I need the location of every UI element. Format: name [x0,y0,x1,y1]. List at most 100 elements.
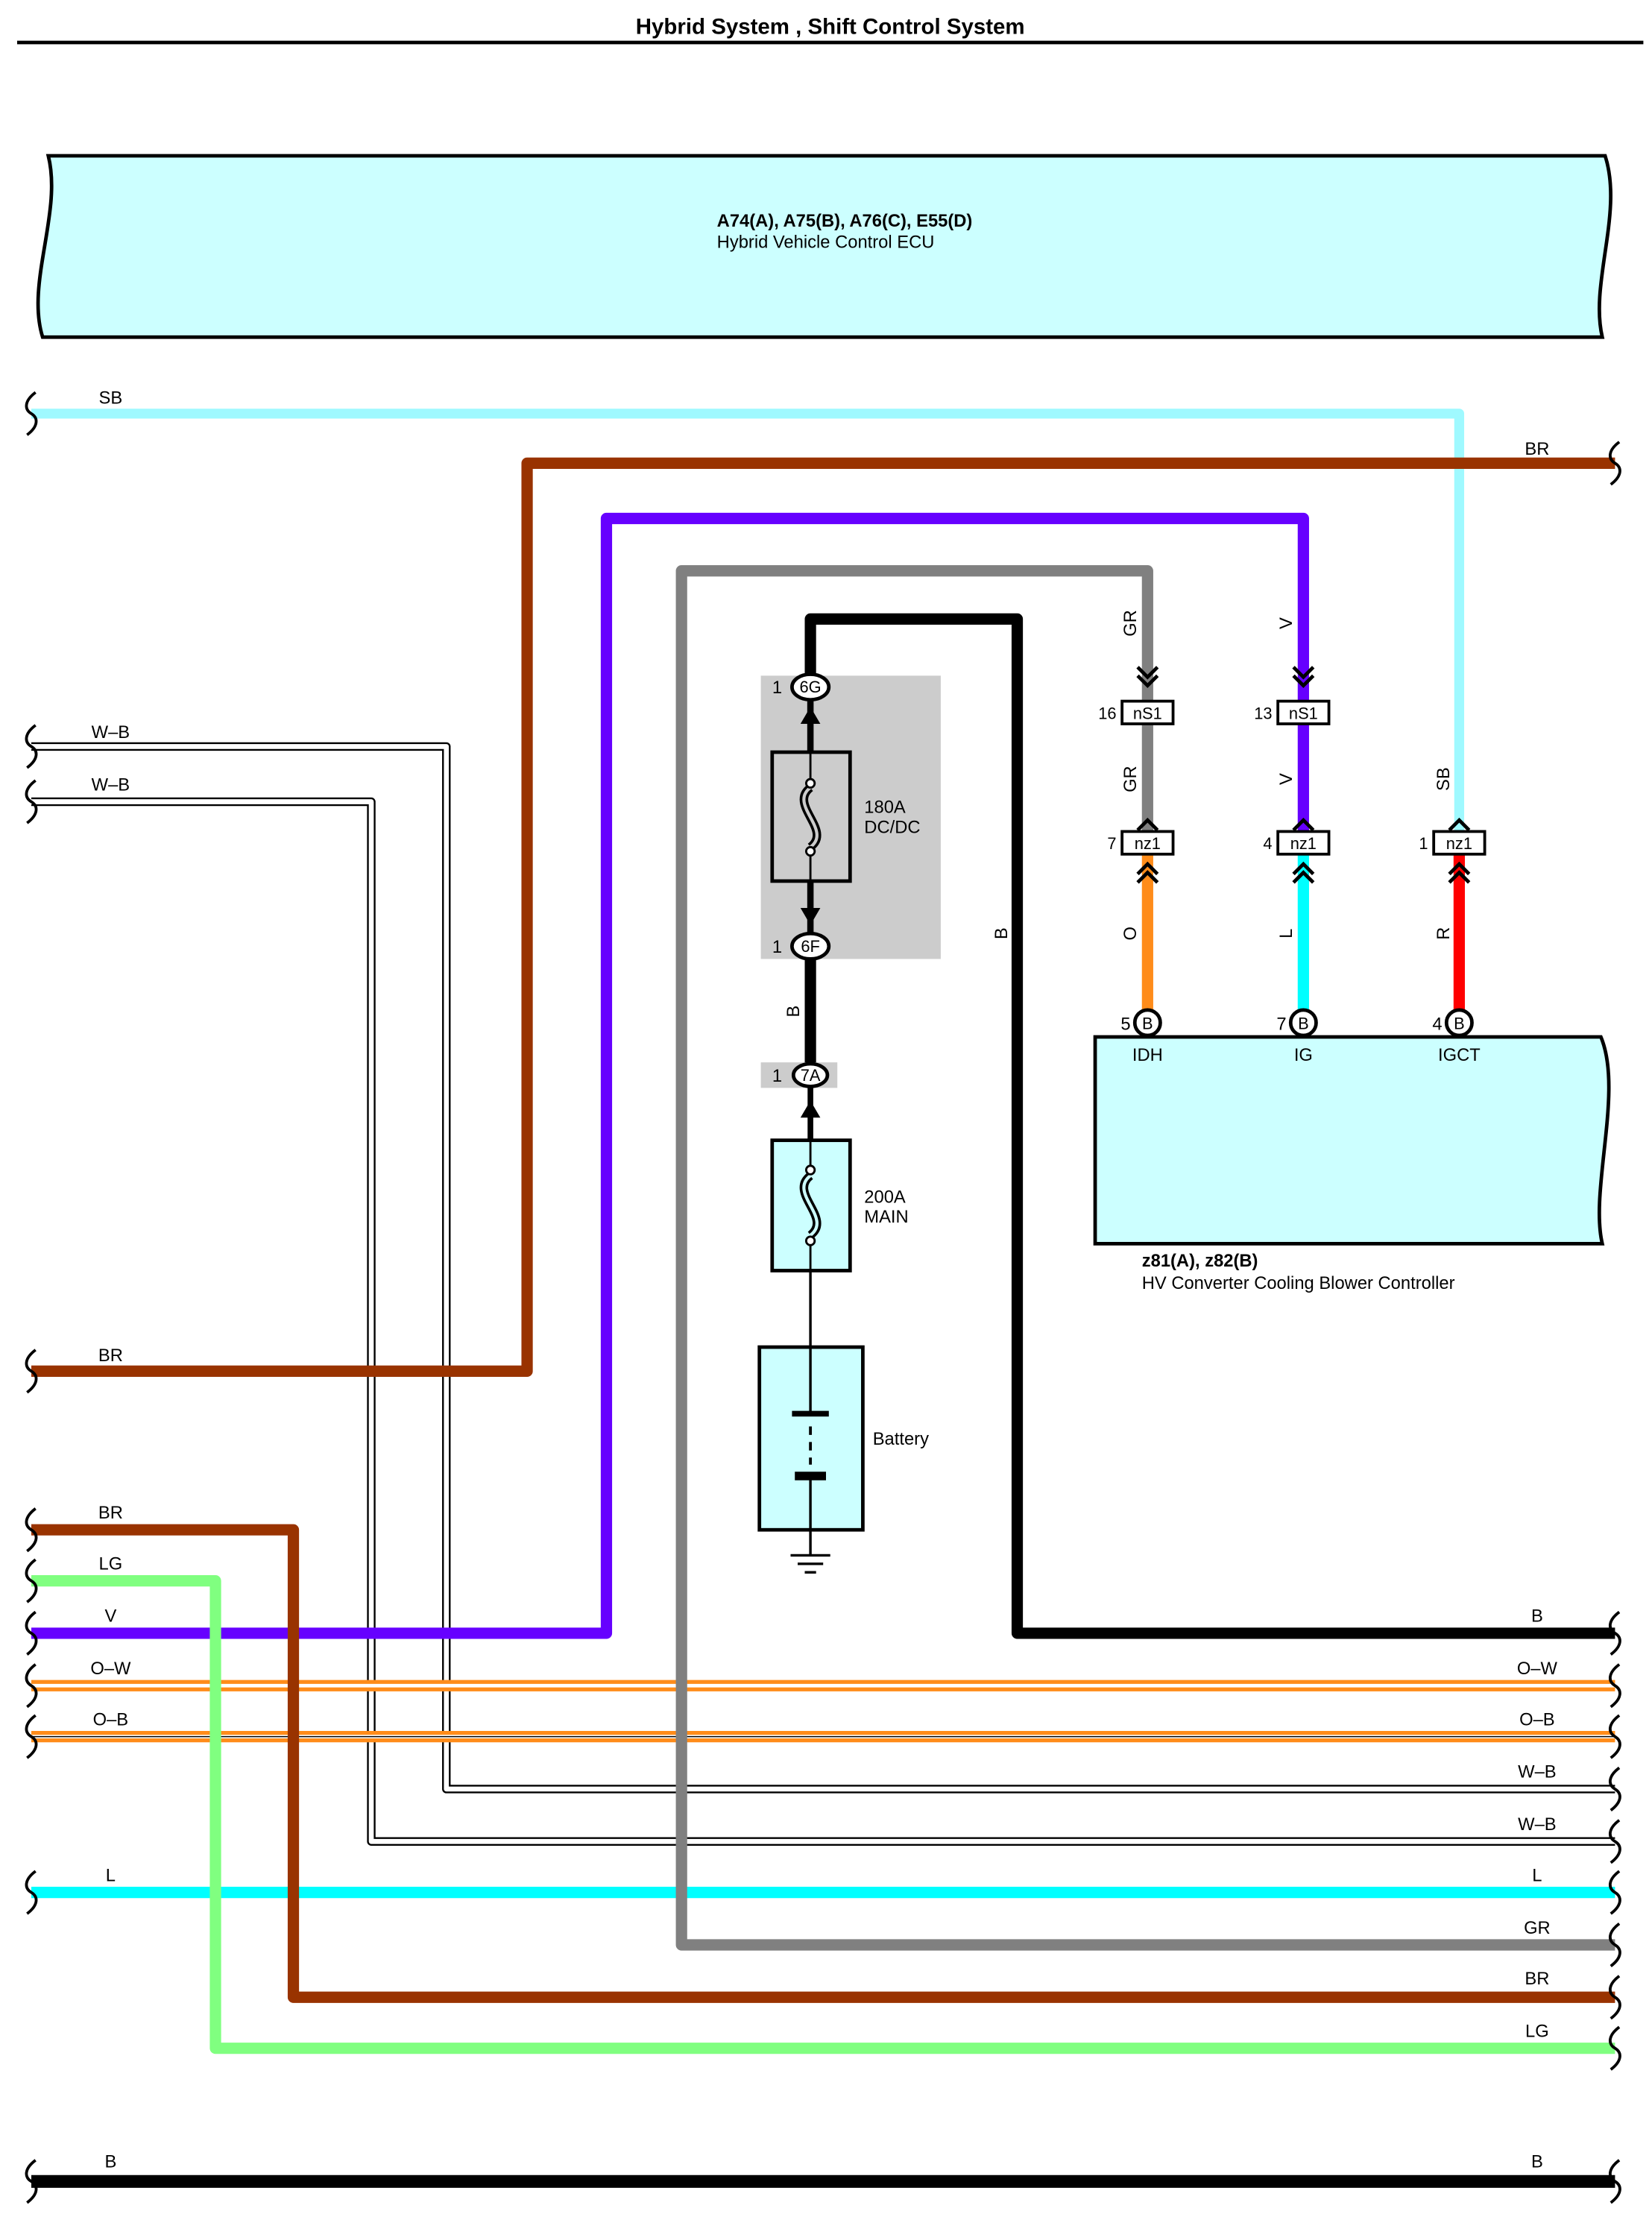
connector-nz1-pin-2: 4 [1263,834,1272,853]
controller-codes: z81(A), z82(B) [1142,1251,1258,1271]
wire-label-right-br-top: BR [1525,439,1549,459]
junction-6g-name: 6G [800,678,822,696]
page-title: Hybrid System , Shift Control System [636,15,1025,40]
wire-label-o: O [1120,927,1141,940]
terminal-circle-idh [1132,1008,1162,1038]
wire-label-right-lg: LG [1525,2021,1549,2041]
terminal-circle-ig [1288,1008,1318,1038]
chevron-up-icon [1448,870,1471,884]
terminal-pin-igct: 4 [1432,1014,1442,1034]
wire-label-left-ob: O–B [93,1709,129,1729]
wire-wb-1 [31,742,1615,1794]
wire-wb-2-core [31,799,1615,1844]
connector-ns1-pin-2: 13 [1254,704,1272,722]
fuse-terminal [804,1164,816,1176]
junction-6f-name: 6F [801,937,820,956]
wire-gr [675,565,1615,1951]
wire-label-l-vertical: L [1276,929,1296,939]
wire-sb [31,409,1465,832]
chevron-down-icon [1136,674,1159,689]
wire-label-gr-middle: GR [1120,766,1141,792]
wire-label-left-l: L [106,1865,116,1885]
fuse-icon-inner [802,786,819,848]
chevron-up-icon [1448,861,1471,876]
break-marks-left [25,391,38,2204]
wire-label-left-lg: LG [99,1554,123,1574]
battery: Battery [757,1345,929,1574]
connector-ns1-pin-1: 16 [1098,704,1116,722]
wire-wb-1-core [31,744,1615,1792]
fuse-terminal [804,1235,816,1246]
wire-label-v-upper: V [1276,617,1296,629]
wire-label-r: R [1434,927,1454,940]
wire-label-right-wb-1: W–B [1518,1762,1556,1782]
connector-nz1-name-1: nz1 [1135,834,1161,853]
terminal-connector-idh: B [1142,1014,1153,1032]
chevron-up-icon [1136,870,1159,884]
connector-nz1-name-2: nz1 [1290,834,1317,853]
connector-nz1-box-3 [1432,830,1487,856]
connector-nz1-pin-3: 1 [1419,834,1428,853]
wire-label-b-fuse-link: B [784,1006,804,1018]
fuse-terminal [804,778,816,789]
chevron-up-icon [1136,861,1159,876]
wire-b-main [804,613,1615,1639]
terminal-signal-ig: IG [1294,1045,1313,1065]
junction-6g-pin: 1 [772,678,782,698]
wire-label-left-sb: SB [99,388,123,409]
wire-label-left-br-top: BR [98,1346,123,1366]
wire-label-left-b: B [104,2151,116,2172]
junction-6g [790,672,831,702]
wire-label-b-vertical: B [991,927,1012,939]
controller-name: HV Converter Cooling Blower Controller [1142,1273,1455,1293]
junction-7a-block: 7A 1 [760,1062,838,1088]
wire-label-v-middle: V [1276,773,1296,785]
wire-label-right-gr: GR [1524,1918,1551,1938]
wire-label-left-v: V [104,1606,116,1627]
junction-7a-name: 7A [801,1066,821,1085]
terminal-signal-igct: IGCT [1438,1045,1481,1065]
junction-7a-pin: 1 [772,1066,782,1086]
wire-label-right-br-lower: BR [1525,1969,1549,1989]
connector-nz1: nz1 7 nz1 4 nz1 1 [1107,817,1487,884]
chevron-down-icon [1292,666,1315,680]
connector-ns1: nS1 16 nS1 13 [1098,666,1331,725]
wire-label-left-wb-1: W–B [92,722,130,742]
chevron-up-icon [1292,861,1315,876]
fuse-200a-rating: 200A [864,1187,906,1207]
wire-br-top [31,457,1615,1377]
wire-labels-left: SB W–B W–B BR BR LG V O–W O–B L B [90,388,131,2172]
wire-br-lower [31,1524,1615,2003]
wire-label-right-b-bottom: B [1531,2151,1543,2172]
chevron-up-icon [1292,817,1315,832]
junction-6f-pin: 1 [772,937,782,957]
wire-label-left-wb-2: W–B [92,775,130,795]
chevron-down-icon [1292,674,1315,689]
ecu-box [36,154,1612,339]
wire-label-sb-vertical: SB [1434,767,1454,791]
wire-label-right-l: L [1532,1865,1542,1885]
controller-box [1093,1035,1611,1246]
chevron-up-icon [1448,817,1471,832]
fuse-180a-name: DC/DC [864,817,920,837]
terminal-connector-igct: B [1454,1014,1465,1032]
chevron-down-icon [1136,666,1159,680]
wire-lg [31,1575,1615,2054]
connector-nz1-pin-1: 7 [1107,834,1116,853]
connector-ns1-box-1 [1120,699,1175,725]
terminal-pin-ig: 7 [1276,1014,1286,1034]
wire-label-left-ow: O–W [90,1659,131,1679]
connector-nz1-name-3: nz1 [1446,834,1472,853]
ecu-codes: A74(A), A75(B), A76(C), E55(D) [717,211,973,231]
wire-label-left-br-lower: BR [98,1503,123,1523]
chevron-up-icon [1136,817,1159,832]
ecu-name: Hybrid Vehicle Control ECU [717,233,935,253]
hybrid-vehicle-control-ecu: A74(A), A75(B), A76(C), E55(D) Hybrid Ve… [36,154,1612,339]
junction-block-dcdc: 180A DC/DC 6G 1 6F 1 [760,672,941,961]
wire-label-gr-upper: GR [1120,610,1141,637]
ground-icon [790,1554,830,1574]
fuse-icon-inner [802,1174,819,1237]
arrow-down-icon [800,908,821,925]
wire-label-right-ow: O–W [1517,1659,1558,1679]
